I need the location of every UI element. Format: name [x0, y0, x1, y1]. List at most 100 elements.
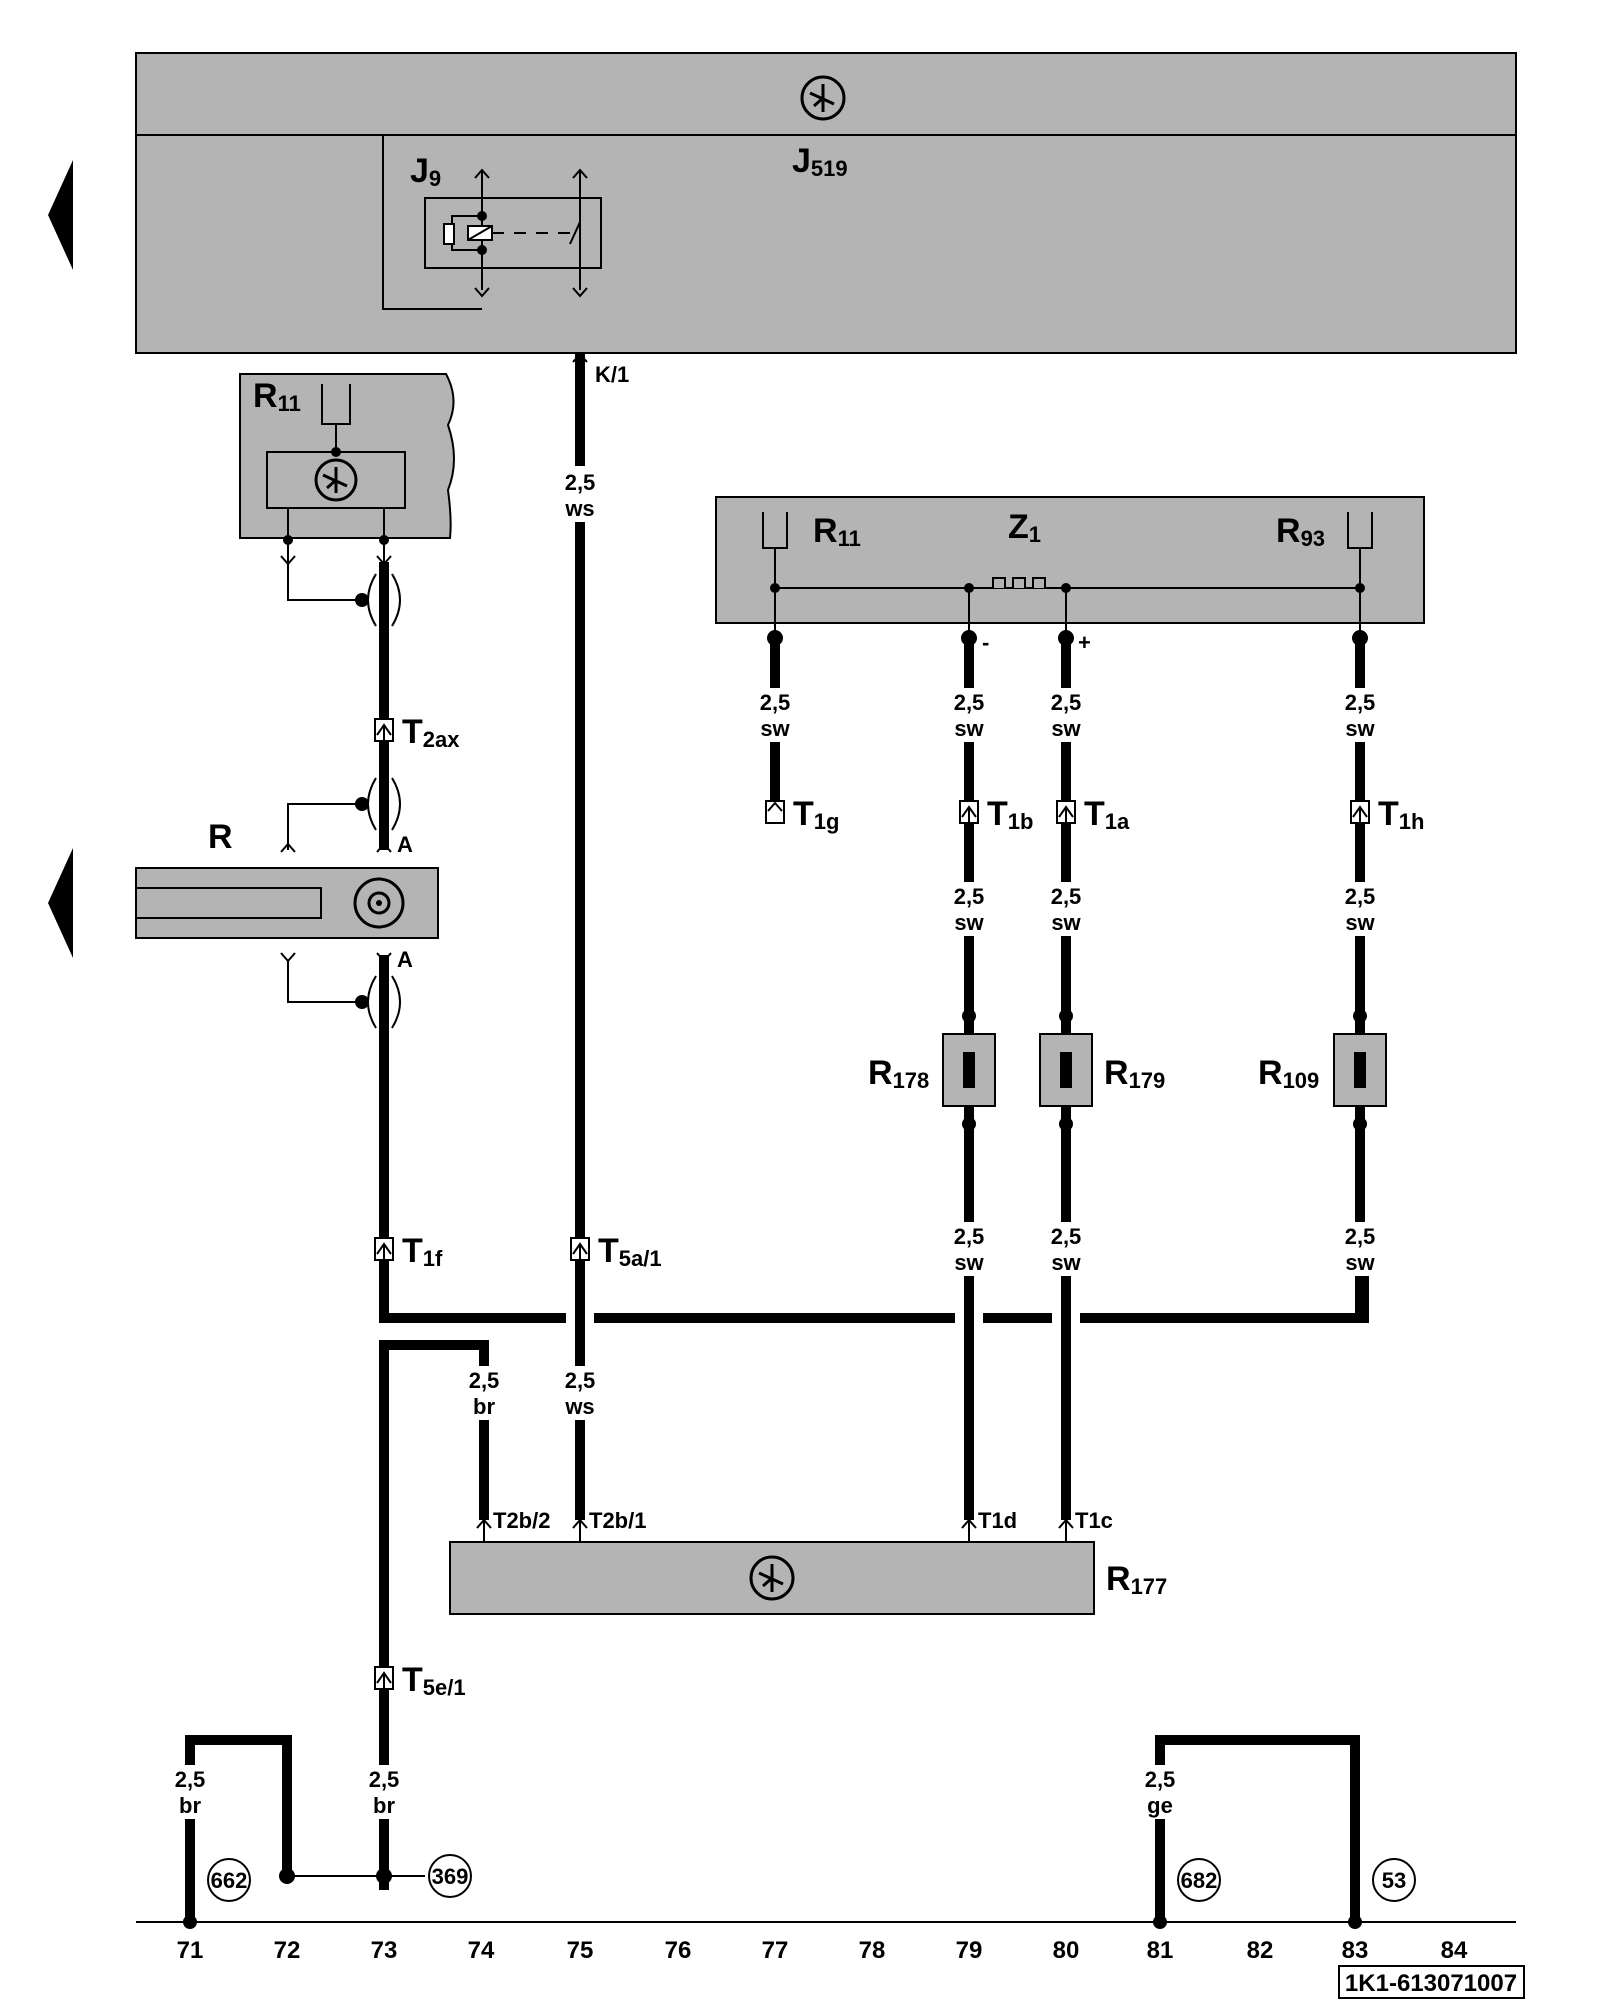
- pin-t1c-label: T1c: [1075, 1508, 1113, 1533]
- ground-point-369: 369: [428, 1854, 472, 1898]
- j519-control-unit: J519: [135, 52, 1517, 354]
- t5e1-connector: [374, 1666, 394, 1690]
- wire-color-label: sw: [760, 716, 790, 741]
- t1h-connector: [1350, 800, 1370, 824]
- wire-size-label: 2,5: [1051, 1224, 1082, 1249]
- r109-label: R109: [1258, 1054, 1319, 1093]
- svg-text:78: 78: [859, 1937, 886, 1964]
- j9-relay: J9: [382, 136, 602, 310]
- shield-symbol: [355, 573, 401, 627]
- t1g-connector: [765, 800, 785, 824]
- wire-size-label: 2,5: [565, 470, 596, 495]
- svg-text:1K1-613071007: 1K1-613071007: [1345, 1970, 1517, 1997]
- wire-color-label: ws: [564, 1394, 594, 1419]
- r178-label: R178: [868, 1054, 929, 1093]
- j9-label: J9: [410, 152, 441, 191]
- diagram-id-box: 1K1-613071007: [1338, 1965, 1525, 1999]
- electronic-symbol-icon: [800, 75, 846, 121]
- wire-color-label: sw: [1051, 716, 1081, 741]
- wire-size-label: 2,5: [369, 1767, 400, 1792]
- wire-color-label: sw: [954, 716, 984, 741]
- r-radio: R: [135, 818, 439, 939]
- antenna-socket-icon: [353, 877, 405, 929]
- svg-text:82: 82: [1247, 1937, 1274, 1964]
- wire-size-label: 2,5: [1345, 690, 1376, 715]
- t1b-connector: [959, 800, 979, 824]
- t2ax-label: T2ax: [402, 713, 460, 752]
- wire-size-label: 2,5: [954, 1224, 985, 1249]
- wire-size-label: 2,5: [1051, 884, 1082, 909]
- ground-point-662: 662: [207, 1858, 251, 1902]
- wire-color-label: ge: [1147, 1793, 1173, 1818]
- pin-t2b1-label: T2b/1: [589, 1508, 646, 1533]
- svg-text:662: 662: [211, 1868, 248, 1893]
- continuation-arrow-icon: [48, 848, 73, 958]
- t5a1-connector: [570, 1237, 590, 1261]
- wire-size-label: 2,5: [1145, 1767, 1176, 1792]
- wire-color-label: sw: [1051, 910, 1081, 935]
- t1b-label: T1b: [987, 795, 1033, 834]
- r178-filter: [942, 1009, 996, 1131]
- wire-size-label: 2,5: [1051, 690, 1082, 715]
- t1h-label: T1h: [1378, 795, 1424, 834]
- wire-size-label: 2,5: [565, 1368, 596, 1393]
- wire-size-label: 2,5: [469, 1368, 500, 1393]
- svg-text:79: 79: [956, 1937, 983, 1964]
- z1-heater-panel: R11 Z1 R93: [715, 496, 1425, 640]
- t1f-connector: [374, 1237, 394, 1261]
- column-numbers: 71 72 73 74 75 76 77 78 79 80 81 82 83 8…: [177, 1937, 1468, 1964]
- wire-color-label: br: [373, 1793, 395, 1818]
- r177-label: R177: [1106, 1560, 1167, 1599]
- wire-size-label: 2,5: [954, 690, 985, 715]
- ground-point-53: 53: [1372, 1858, 1416, 1902]
- svg-text:81: 81: [1147, 1937, 1174, 1964]
- wire-size-label: 2,5: [954, 884, 985, 909]
- r11-panel-label: R11: [813, 512, 861, 551]
- wire-size-label: 2,5: [1345, 884, 1376, 909]
- r179-label: R179: [1104, 1054, 1165, 1093]
- svg-text:80: 80: [1053, 1937, 1080, 1964]
- svg-text:71: 71: [177, 1937, 204, 1964]
- svg-text:76: 76: [665, 1937, 692, 1964]
- svg-text:74: 74: [468, 1937, 495, 1964]
- electronic-symbol-icon: [314, 458, 358, 502]
- wire-size-label: 2,5: [1345, 1224, 1376, 1249]
- t1a-label: T1a: [1084, 795, 1130, 834]
- wire-color-label: sw: [1345, 716, 1375, 741]
- pin-minus-label: -: [982, 630, 989, 655]
- r11-antenna-module: R11: [239, 373, 455, 562]
- t1f-label: T1f: [402, 1232, 443, 1271]
- svg-text:75: 75: [567, 1937, 594, 1964]
- wire-color-label: sw: [954, 1250, 984, 1275]
- svg-text:682: 682: [1181, 1868, 1218, 1893]
- svg-text:72: 72: [274, 1937, 301, 1964]
- pin-t1d-label: T1d: [978, 1508, 1017, 1533]
- continuation-arrow-icon: [48, 160, 73, 270]
- t2ax-connector: [374, 718, 394, 742]
- wire-color-label: br: [473, 1394, 495, 1419]
- wire-color-label: ws: [564, 496, 594, 521]
- svg-text:369: 369: [432, 1864, 469, 1889]
- svg-text:53: 53: [1382, 1868, 1406, 1893]
- wire-color-label: br: [179, 1793, 201, 1818]
- r11-top-label: R11: [253, 377, 301, 416]
- svg-text:77: 77: [762, 1937, 789, 1964]
- wire-color-label: sw: [1051, 1250, 1081, 1275]
- pin-plus-label: +: [1078, 630, 1091, 655]
- pin-a-bottom-label: A: [397, 947, 413, 972]
- svg-text:84: 84: [1441, 1937, 1468, 1964]
- svg-text:83: 83: [1342, 1937, 1369, 1964]
- pin-t2b2-label: T2b/2: [493, 1508, 550, 1533]
- t5a1-label: T5a/1: [598, 1232, 662, 1271]
- ground-point-682: 682: [1177, 1858, 1221, 1902]
- t1g-label: T1g: [793, 795, 839, 834]
- pin-a-top-label: A: [397, 832, 413, 857]
- r-radio-label: R: [208, 818, 233, 856]
- pin-k1-label: K/1: [595, 362, 629, 387]
- wire-color-label: sw: [1345, 910, 1375, 935]
- wire-color-label: sw: [1345, 1250, 1375, 1275]
- electronic-symbol-icon: [749, 1555, 795, 1601]
- wire-size-label: 2,5: [760, 690, 791, 715]
- r179-filter: [1039, 1009, 1093, 1131]
